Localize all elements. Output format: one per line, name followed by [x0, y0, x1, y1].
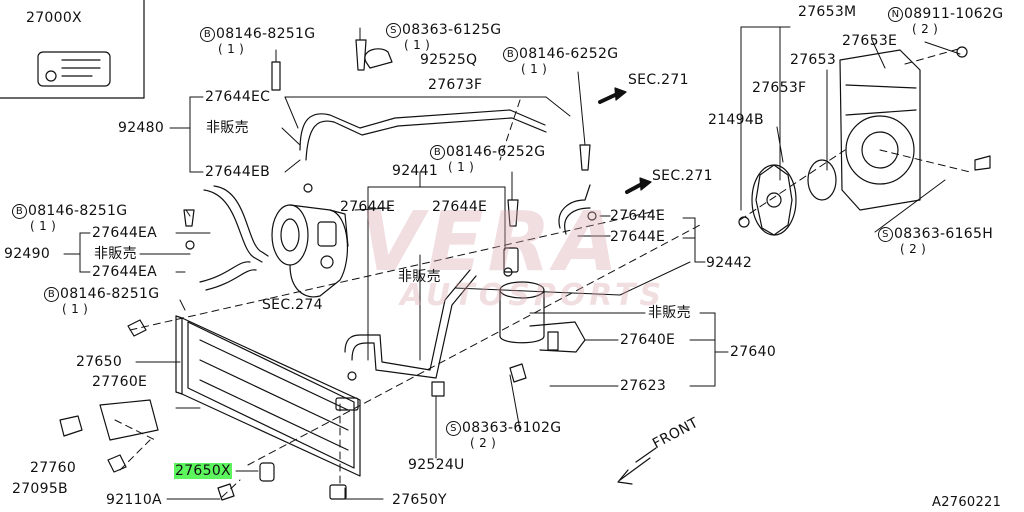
label-27095B[interactable]: 27095B [12, 481, 68, 497]
label-92441[interactable]: 92441 [392, 163, 439, 179]
condenser [175, 315, 361, 500]
fan-assembly [738, 46, 991, 236]
part-27000X-box [0, 0, 145, 99]
fasteners [59, 39, 597, 501]
label-27000X[interactable]: 27000X [26, 10, 82, 26]
label-sec271-b[interactable]: SEC.271 [652, 168, 713, 184]
label-27650X[interactable]: 27650X [174, 463, 232, 479]
qty-bolt-6252-mid: ( 1 ) [448, 160, 475, 174]
qty-screw-6102: ( 2 ) [470, 436, 497, 450]
label-not-sold-c: 非販売 [398, 269, 441, 285]
leader-lines [63, 26, 961, 500]
drawing-id: A2760221 [932, 495, 1002, 510]
label-27644EA-a[interactable]: 27644EA [92, 225, 158, 241]
label-92442[interactable]: 92442 [706, 255, 753, 271]
qty-screw-6125: ( 1 ) [404, 38, 431, 52]
label-27644E-d[interactable]: 27644E [610, 229, 666, 245]
label-27644E-b[interactable]: 27644E [432, 199, 488, 215]
qty-bolt-6252-top: ( 1 ) [521, 62, 548, 76]
label-27650Y[interactable]: 27650Y [392, 492, 447, 508]
watermark: VERA [360, 195, 622, 290]
label-sec274[interactable]: SEC.274 [262, 297, 323, 313]
label-92524U[interactable]: 92524U [408, 457, 465, 473]
qty-bolt-8251-low: ( 1 ) [62, 302, 89, 316]
label-92525Q[interactable]: 92525Q [420, 52, 478, 68]
label-sec271-a[interactable]: SEC.271 [628, 72, 689, 88]
label-not-sold-a: 非販売 [206, 120, 249, 136]
label-not-sold-d: 非販売 [648, 305, 691, 321]
label-27760E[interactable]: 27760E [92, 374, 148, 390]
qty-bolt-8251-left: ( 1 ) [30, 219, 57, 233]
watermark-sub: AUTOSPORTS [400, 278, 665, 313]
label-27644E-c[interactable]: 27644E [610, 208, 666, 224]
direction-arrows [598, 87, 657, 485]
label-27644EB[interactable]: 27644EB [205, 164, 271, 180]
compressor [271, 204, 349, 298]
watermark-line2: AUTOSPORTS [400, 278, 666, 313]
receiver-drier [499, 247, 586, 353]
watermark-line1: VERA [360, 195, 623, 290]
label-27653[interactable]: 27653 [790, 52, 837, 68]
label-27623[interactable]: 27623 [620, 378, 667, 394]
label-27640[interactable]: 27640 [730, 344, 777, 360]
label-27653E[interactable]: 27653E [842, 33, 898, 49]
label-27644E-a[interactable]: 27644E [340, 199, 396, 215]
qty-bolt-8251-top: ( 1 ) [218, 42, 245, 56]
label-27653M[interactable]: 27653M [798, 4, 857, 20]
label-27644EC[interactable]: 27644EC [205, 89, 271, 105]
label-27673F[interactable]: 27673F [428, 77, 483, 93]
label-27760[interactable]: 27760 [30, 460, 77, 476]
label-27640E[interactable]: 27640E [620, 332, 676, 348]
qty-nut-0911: ( 2 ) [912, 22, 939, 36]
label-27644EA-b[interactable]: 27644EA [92, 264, 158, 280]
hoses [199, 109, 591, 379]
label-27650[interactable]: 27650 [76, 354, 123, 370]
label-92490[interactable]: 92490 [4, 246, 51, 262]
qty-screw-6165: ( 2 ) [900, 242, 927, 256]
label-92480[interactable]: 92480 [118, 120, 165, 136]
label-92110A[interactable]: 92110A [106, 492, 162, 508]
label-27653F[interactable]: 27653F [752, 80, 807, 96]
label-21494B[interactable]: 21494B [708, 112, 764, 128]
label-not-sold-b: 非販売 [94, 246, 137, 262]
